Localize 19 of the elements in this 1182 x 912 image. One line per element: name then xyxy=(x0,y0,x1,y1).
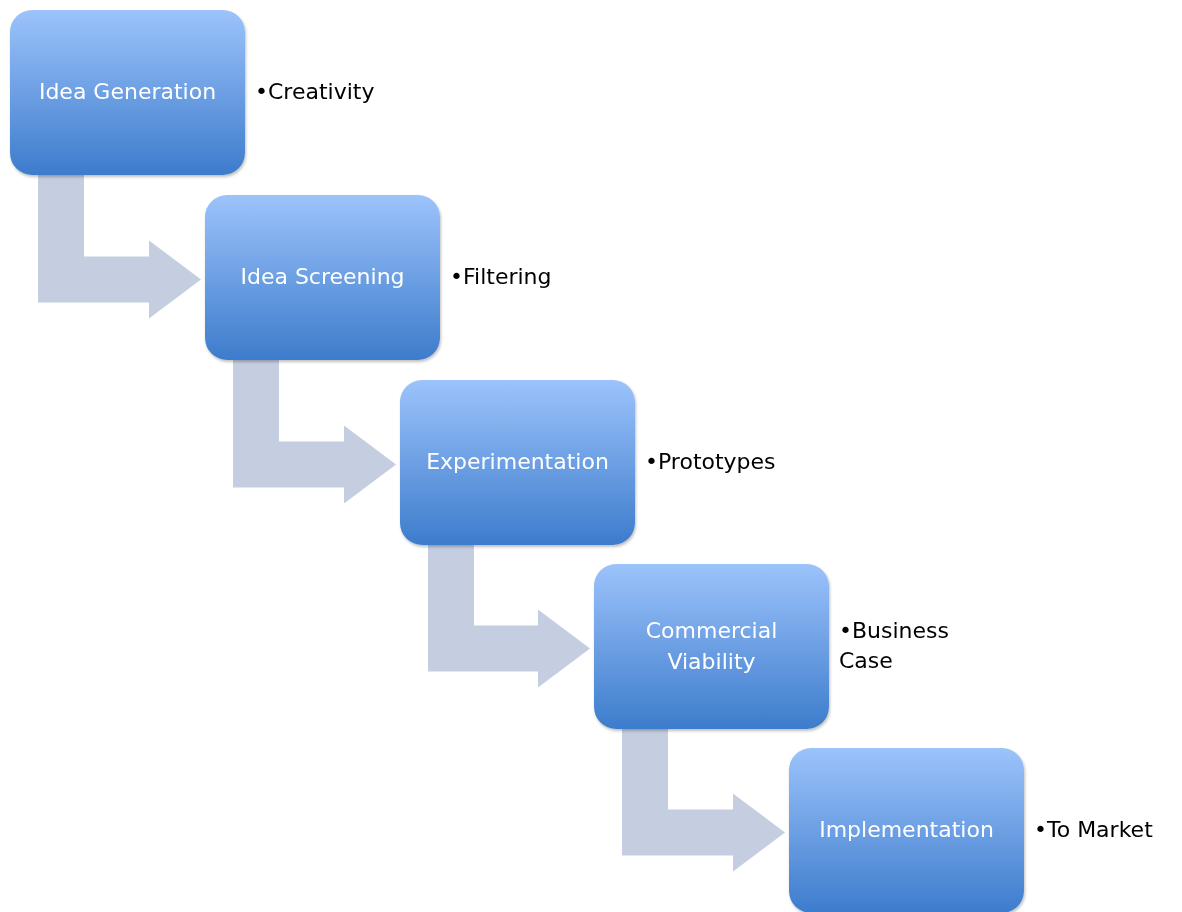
bent-arrow xyxy=(233,360,396,504)
bent-arrow xyxy=(38,175,201,319)
step-note: •Business Case xyxy=(839,616,950,676)
bent-arrow xyxy=(428,545,590,688)
step-label: Idea Generation xyxy=(37,78,218,107)
step-note: •Filtering xyxy=(450,262,553,291)
step-label: Idea Screening xyxy=(239,263,406,292)
step-label: Experimentation xyxy=(425,448,610,477)
process-box xyxy=(594,564,829,729)
step-label: Commercial Viability xyxy=(644,616,779,676)
step-note: •To Market xyxy=(1034,815,1154,844)
step-label: Implementation xyxy=(818,816,995,845)
process-box xyxy=(10,10,245,175)
process-box xyxy=(789,748,1024,912)
step-note: •Prototypes xyxy=(645,447,777,476)
process-box xyxy=(205,195,440,360)
step-note: •Creativity xyxy=(255,77,376,106)
process-box xyxy=(400,380,635,545)
bent-arrow xyxy=(622,729,785,872)
